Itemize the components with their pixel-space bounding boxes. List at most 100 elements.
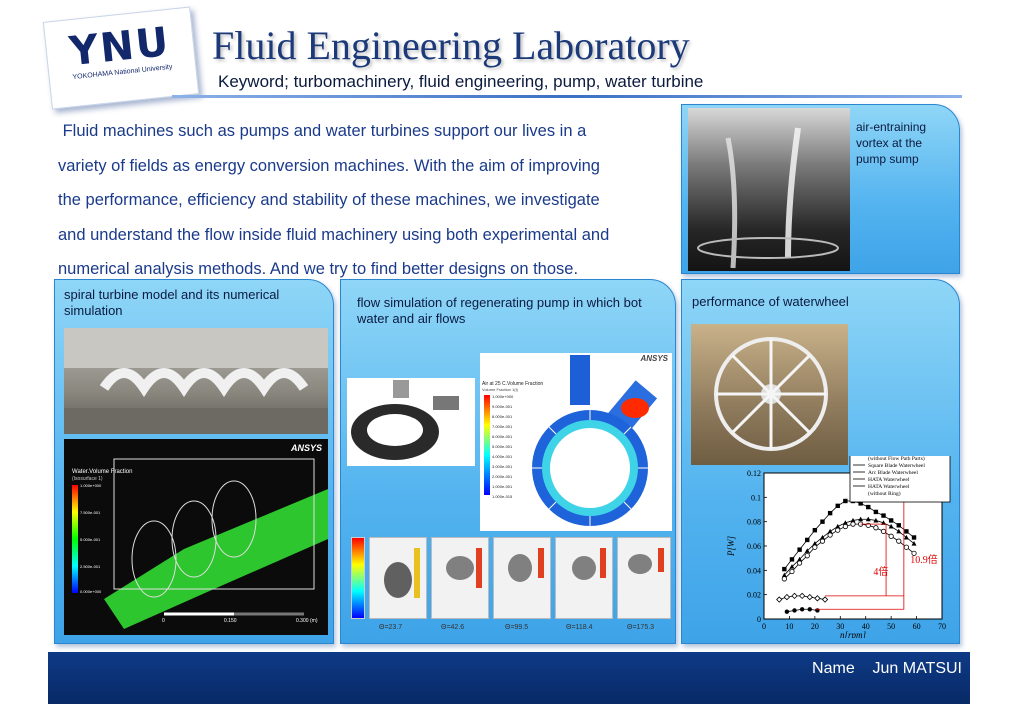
data-point <box>797 547 802 552</box>
spiral-simulation-image <box>72 458 328 629</box>
data-point <box>835 523 841 529</box>
legend-entry-sub: (without Ring) <box>868 490 901 497</box>
data-point <box>842 523 848 530</box>
pump-legend-value: 1.000e-015 <box>492 494 513 499</box>
x-tick-label: 30 <box>836 622 844 631</box>
data-point <box>784 609 790 614</box>
data-point <box>820 519 825 524</box>
y-tick-label: 0.02 <box>747 591 761 600</box>
scale-unit: (m) <box>310 618 318 624</box>
intro-text: Fluid machines such as pumps and water t… <box>58 114 673 287</box>
pump-legend-sub: Volume Fraction 1(t) <box>482 387 519 392</box>
data-point <box>835 503 840 509</box>
pump-panel: flow simulation of regenerating pump in … <box>340 279 676 644</box>
data-point <box>821 596 829 603</box>
x-tick-label: 40 <box>862 622 870 631</box>
spiral-legend-value: 0.000e+000 <box>80 589 102 594</box>
data-point <box>881 513 886 518</box>
data-point <box>827 528 833 534</box>
data-point <box>812 540 818 546</box>
data-point <box>783 593 791 601</box>
spiral-turbine-panel: spiral turbine model and its numerical s… <box>54 279 334 644</box>
spiral-model-image <box>64 328 328 434</box>
scale-tick: 0.150 <box>224 618 237 624</box>
x-tick-label: 50 <box>887 622 895 631</box>
x-axis-label: n[rpm] <box>840 630 867 638</box>
data-point <box>896 538 902 544</box>
pump-cad-drawing <box>351 380 459 460</box>
snapshot-colorbar <box>351 537 365 619</box>
y-tick-label: 0 <box>757 615 761 624</box>
ansys-logo: ANSYS <box>290 443 322 453</box>
x-tick-label: 0 <box>762 622 766 631</box>
data-point <box>850 517 856 523</box>
data-point <box>797 556 803 562</box>
spiral-legend-value: 5.000e-001 <box>80 537 101 542</box>
data-point <box>792 608 797 613</box>
pump-volume-fraction-image: ANSYS Air at 25 C.Volume Fraction Volume… <box>480 353 672 531</box>
data-point <box>805 537 810 543</box>
pump-snapshots: Θ=23.7 Θ=42.6 Θ=99.5 Θ=118.4 Θ=175.3 <box>347 535 671 639</box>
theta-label: Θ=42.6 <box>441 624 465 631</box>
data-point <box>903 544 909 550</box>
data-point <box>827 532 833 538</box>
pump-legend-value: 2.000e-001 <box>492 474 513 479</box>
data-point <box>798 592 806 600</box>
x-tick-label: 70 <box>938 622 946 631</box>
data-point <box>888 518 894 523</box>
pump-legend-value: 6.000e-001 <box>492 434 513 439</box>
data-point <box>789 557 795 562</box>
pump-legend-value: 7.000e-001 <box>492 424 513 429</box>
data-point <box>880 528 887 535</box>
data-point <box>814 595 821 602</box>
data-point <box>903 534 909 540</box>
page-title: Fluid Engineering Laboratory <box>212 23 690 68</box>
x-tick-label: 60 <box>913 622 921 631</box>
data-point <box>781 572 787 578</box>
y-tick-label: 0.1 <box>751 493 761 502</box>
data-point <box>835 527 841 533</box>
pump-legend-value: 9.000e-001 <box>492 404 513 409</box>
data-point <box>807 607 812 612</box>
annotation-label: 4倍 <box>873 565 888 578</box>
theta-label: Θ=118.4 <box>566 624 593 631</box>
intro-line: and understand the flow inside fluid mac… <box>58 225 610 244</box>
data-point <box>888 523 894 529</box>
pump-legend-value: 8.000e-001 <box>492 414 513 419</box>
snapshot <box>493 537 551 619</box>
pump-legend-value: 1.000e-001 <box>492 484 513 489</box>
ansys-logo: ANSYS <box>640 354 668 363</box>
scale-tick: 0 <box>162 618 165 624</box>
data-point <box>782 566 787 572</box>
data-point <box>812 544 818 550</box>
data-point <box>873 517 879 523</box>
intro-line: the performance, efficiency and stabilit… <box>58 191 600 209</box>
pump-title: flow simulation of regenerating pump in … <box>357 295 642 326</box>
data-point <box>819 534 825 540</box>
data-point <box>804 553 810 559</box>
data-point <box>791 592 798 600</box>
x-tick-label: 10 <box>785 622 793 631</box>
legend-box <box>849 456 951 503</box>
x-tick-label: 20 <box>811 622 819 631</box>
vortex-image <box>697 127 839 269</box>
keywords: Keyword; turbomachinery, fluid engineeri… <box>218 72 704 91</box>
data-point <box>819 538 826 544</box>
data-point <box>799 607 805 612</box>
intro-line: Fluid machines such as pumps and water t… <box>58 122 587 140</box>
data-point <box>789 564 795 569</box>
waterwheel-photo <box>691 324 848 465</box>
legend-entry: HATA Waterwheel <box>868 477 910 483</box>
intro-line: variety of fields as energy conversion m… <box>58 156 600 175</box>
vortex-photo <box>688 108 850 271</box>
spiral-legend-value: 7.500e-001 <box>80 510 101 515</box>
data-point <box>858 516 864 522</box>
theta-label: Θ=175.3 <box>627 624 655 631</box>
snapshot <box>369 537 427 619</box>
annotation-label: 10.9倍 <box>910 553 938 566</box>
data-point <box>896 523 901 528</box>
data-point <box>866 504 871 510</box>
data-point <box>873 525 879 531</box>
